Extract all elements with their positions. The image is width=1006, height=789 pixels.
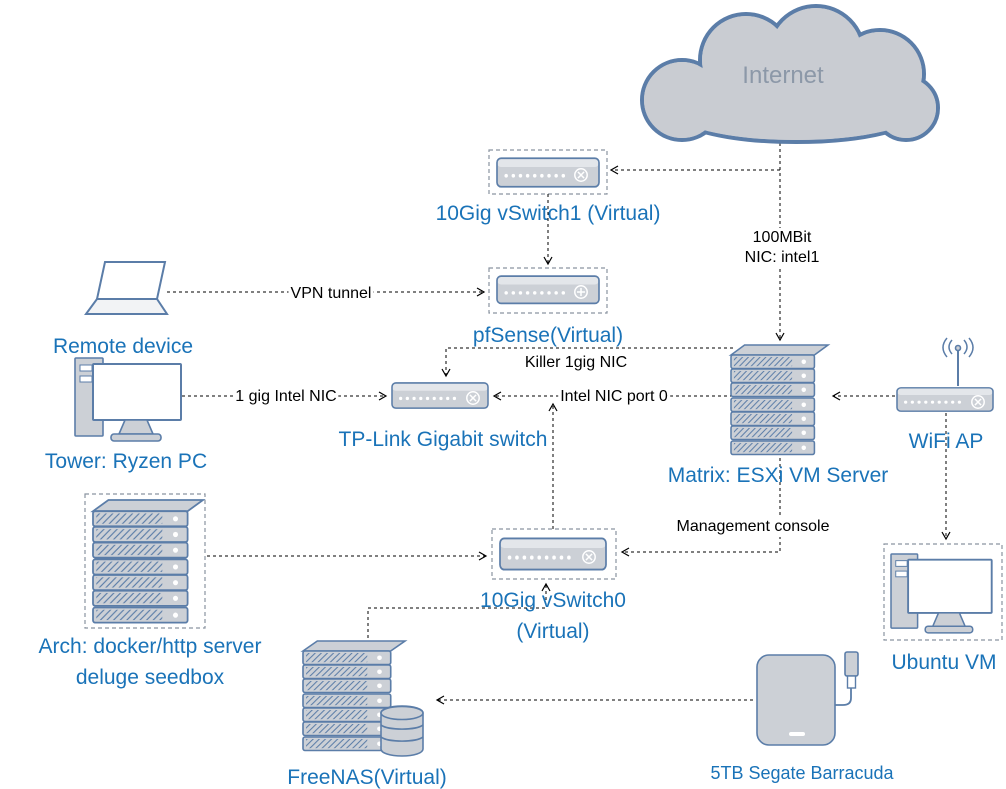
remote-device-label: Remote device (52, 335, 194, 358)
vswitch0-label: 10Gig vSwitch0 (Virtual) (480, 585, 626, 647)
pfsense-label: pfSense(Virtual) (472, 324, 624, 347)
laptop-icon (84, 261, 169, 315)
vswitch0-dashed-box (491, 528, 617, 580)
wan-edge-label-line2: NIC: intel1 (744, 249, 820, 266)
intel-1gig-nic-label: 1 gig Intel NIC (233, 387, 339, 407)
external-hdd-icon (756, 651, 859, 746)
edge-matrix-to-vswitch0-mgmt (620, 458, 781, 557)
arch-server-icon (92, 499, 204, 624)
edge-freenas-to-vswitch0 (367, 582, 551, 638)
pfsense-icon (496, 275, 600, 305)
arch-server-label: Arch: docker/http server deluge seedbox (39, 631, 262, 693)
ubuntu-dashed-box (883, 543, 1003, 641)
vswitch0-label-line2: (Virtual) (516, 620, 590, 643)
matrix-server-label: Matrix: ESXi VM Server (667, 464, 889, 487)
intel-nic-port0-label: Intel NIC port 0 (558, 387, 670, 407)
wan-edge-label-line1: 100MBit (752, 229, 812, 246)
arch-server-label-line2: deluge seedbox (75, 666, 225, 689)
internet-cloud-icon (640, 4, 940, 144)
ubuntu-vm-label: Ubuntu VM (891, 651, 997, 674)
matrix-server-icon (730, 344, 829, 456)
internet-label: Internet (742, 62, 824, 89)
vpn-tunnel-label: VPN tunnel (288, 284, 374, 304)
freenas-label: FreeNAS(Virtual) (287, 766, 447, 789)
ubuntu-vm-icon (890, 553, 993, 634)
wan-edge-label: 100MBit NIC: intel1 (742, 228, 822, 268)
vswitch0-label-line1: 10Gig vSwitch0 (480, 589, 626, 612)
freenas-database-icon (380, 705, 424, 757)
barracuda-label: 5TB Segate Barracuda (710, 763, 894, 783)
pfsense-dashed-box (488, 267, 608, 314)
tower-pc-icon (74, 357, 182, 442)
tower-pc-label: Tower: Ryzen PC (44, 450, 208, 473)
management-console-label: Management console (674, 517, 832, 537)
arch-server-label-line1: Arch: docker/http server (38, 635, 262, 658)
vswitch1-label: 10Gig vSwitch1 (Virtual) (435, 202, 661, 225)
vswitch0-icon (499, 537, 607, 571)
wifi-ap-label: WiFi AP (908, 430, 984, 453)
arch-dashed-box (84, 493, 206, 629)
tplink-switch-label: TP-Link Gigabit switch (338, 428, 548, 451)
wifi-ap-antenna-icon (942, 337, 974, 386)
killer-nic-label: Killer 1gig NIC (522, 353, 630, 373)
